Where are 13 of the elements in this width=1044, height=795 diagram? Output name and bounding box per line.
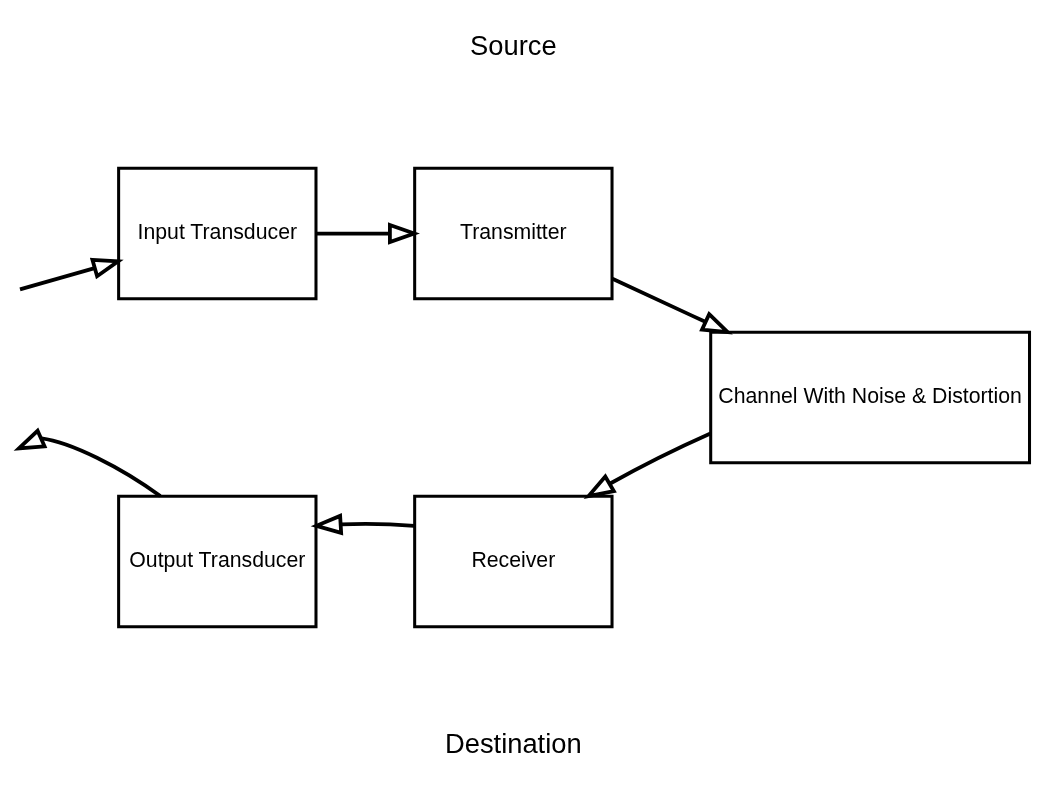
arrow <box>583 431 712 499</box>
arrow <box>611 277 733 335</box>
arrow <box>19 257 124 292</box>
label: Source <box>470 30 557 62</box>
node-box: Channel With Noise & Distortion <box>709 330 1032 465</box>
arrow <box>316 222 420 245</box>
label: Destination <box>445 728 582 760</box>
node-box: Receiver <box>413 494 614 629</box>
arrow <box>310 513 415 536</box>
node-box: Transmitter <box>413 166 614 301</box>
node-box: Output Transducer <box>117 494 318 629</box>
node-box: Input Transducer <box>117 166 318 301</box>
arrow <box>13 427 162 498</box>
